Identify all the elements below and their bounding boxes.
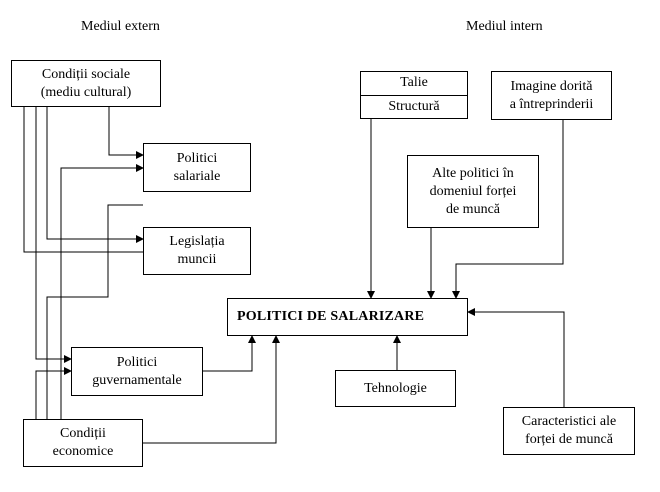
node-tehnologie: Tehnologie	[335, 370, 456, 407]
edge-sociale-to-guvernamentale	[35, 107, 72, 363]
edge-economice-to-salarizare	[143, 335, 280, 444]
node-line: a întreprinderii	[509, 96, 594, 112]
node-line: Politici	[176, 150, 218, 166]
node-line: muncii	[177, 252, 217, 267]
node-politici-guvernamentale: Politici guvernamentale	[71, 347, 203, 396]
node-talie-structura: Talie Structură	[360, 71, 468, 119]
node-talie: Talie	[361, 72, 467, 95]
node-imagine-dorita: Imagine dorită a întreprinderii	[491, 71, 612, 120]
node-conditii-sociale: Condiții sociale (mediu cultural)	[11, 60, 161, 107]
node-alte-politici: Alte politici în domeniul forței de munc…	[407, 155, 539, 228]
node-line: Legislația	[169, 234, 225, 249]
edge-sociale-to-salariale	[108, 107, 144, 159]
external-environment-header: Mediul extern	[81, 19, 160, 34]
edge-guvernamentale-to-salarizare	[203, 335, 256, 372]
node-line: Caracteristici ale	[521, 414, 617, 429]
node-line: Condiții sociale	[41, 66, 131, 82]
node-line: salariale	[173, 168, 221, 184]
edge-imagine-to-salarizare	[452, 120, 564, 299]
node-line: Talie	[400, 75, 428, 91]
node-line: domeniul forței	[429, 183, 517, 199]
node-line: Structură	[388, 98, 440, 114]
node-line: Condiții	[60, 426, 106, 441]
node-line: Imagine dorită	[510, 78, 593, 94]
node-line: economice	[52, 444, 114, 459]
node-line: de muncă	[445, 201, 500, 217]
node-politici-de-salarizare: POLITICI DE SALARIZARE	[227, 298, 468, 336]
internal-environment-header: Mediul intern	[466, 19, 543, 34]
node-line: Politici	[116, 354, 158, 370]
edge-economice-to-salariale	[60, 164, 144, 419]
edge-economice-to-guvernamentale	[35, 367, 72, 419]
edge-economice-to-legislatie	[46, 204, 143, 419]
edge-sociale-to-economice	[23, 107, 143, 253]
node-line: Tehnologie	[364, 380, 427, 396]
node-politici-salariale: Politici salariale	[143, 143, 251, 192]
node-caracteristici: Caracteristici ale forței de muncă	[503, 407, 635, 455]
node-conditii-economice: Condiții economice	[23, 419, 143, 467]
node-line: (mediu cultural)	[40, 84, 132, 100]
node-line: POLITICI DE SALARIZARE	[237, 309, 425, 324]
edge-caracteristici-to-salarizare	[467, 308, 565, 407]
node-line: forței de muncă	[525, 432, 613, 447]
node-line: Alte politici în	[432, 165, 514, 181]
node-legislatia-muncii: Legislația muncii	[143, 227, 251, 275]
node-structura: Structură	[361, 94, 467, 119]
edge-sociale-to-legislatie	[46, 107, 144, 243]
node-line: guvernamentale	[92, 372, 182, 388]
